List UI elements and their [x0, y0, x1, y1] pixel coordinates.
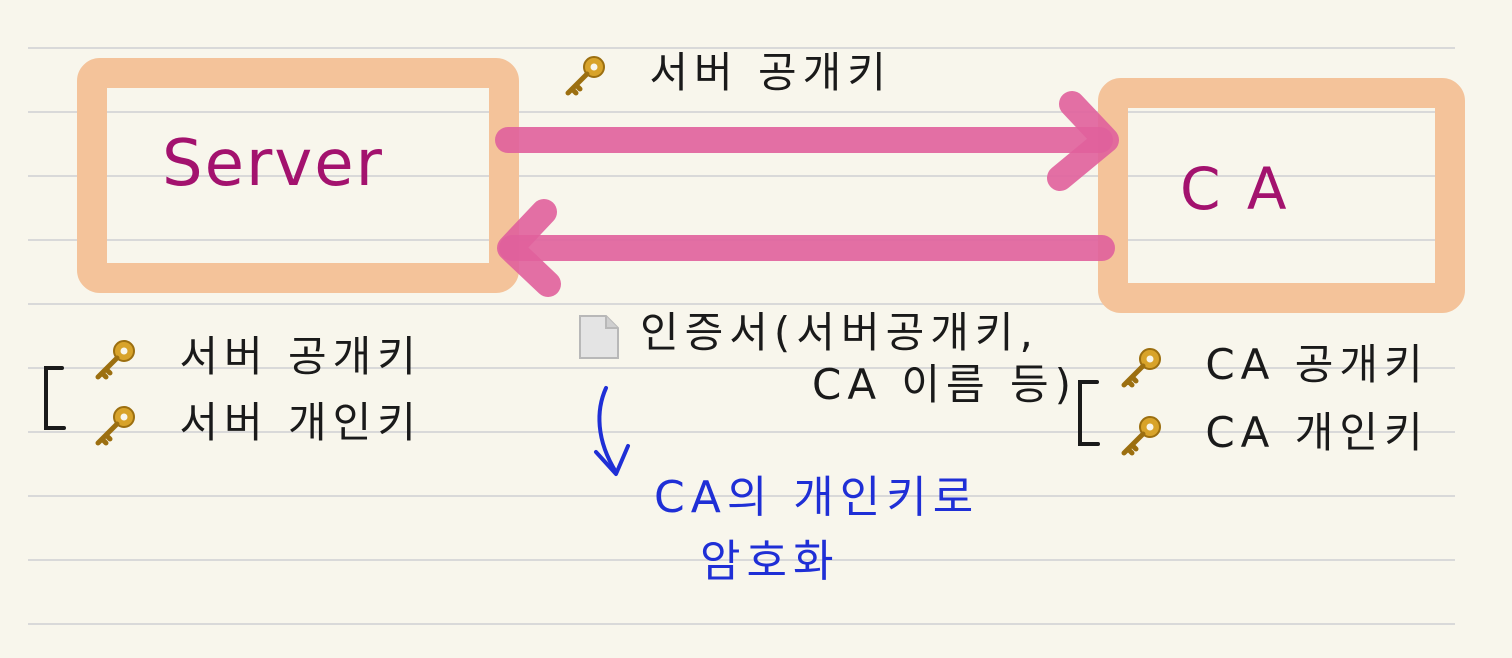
- arrow-ca-to-server: [497, 199, 1115, 297]
- encryption-note-text-line1: CA의 개인키로: [654, 472, 980, 523]
- server-node-label: Server: [162, 132, 384, 196]
- key-icon: [1121, 415, 1161, 455]
- encryption-note-line1: CA의 개인키로: [654, 476, 979, 520]
- server-public-key-text: 서버 공개키: [179, 332, 422, 381]
- ca-node-text: C A: [1180, 155, 1291, 223]
- arrow-server-to-ca: [495, 91, 1119, 191]
- ca-public-key-text: CA 공개키: [1205, 340, 1429, 389]
- down-arrow-icon: [594, 386, 630, 476]
- encryption-note-line2: 암호화: [700, 540, 839, 584]
- ca-private-key-text: CA 개인키: [1205, 408, 1429, 457]
- ca-box: [1098, 78, 1465, 313]
- certificate-label-line2: CA 이름 등): [812, 364, 1077, 406]
- document-icon: [579, 315, 619, 359]
- server-node-text: Server: [162, 127, 384, 201]
- certificate-label-line1: 인증서(서버공개키,: [640, 312, 1039, 354]
- server-box: [77, 58, 519, 293]
- encryption-note-text-line2: 암호화: [700, 536, 840, 587]
- top-arrow-text: 서버 공개키: [649, 48, 892, 97]
- key-icon: [1121, 347, 1161, 387]
- key-icon: [95, 405, 135, 445]
- ruled-lines: [28, 47, 1455, 625]
- certificate-text-line2: CA 이름 등): [812, 360, 1078, 409]
- ca-private-key: CA 개인키: [1118, 412, 1429, 459]
- certificate-text-line1: 인증서(서버공개키,: [640, 308, 1039, 357]
- ca-node-label: C A: [1180, 160, 1291, 218]
- key-icon: [565, 55, 605, 95]
- server-private-key-text: 서버 개인키: [179, 398, 422, 447]
- server-keys-bracket-icon: [44, 366, 66, 430]
- ca-public-key: CA 공개키: [1118, 344, 1429, 391]
- server-public-key: 서버 공개키: [92, 336, 422, 383]
- top-arrow-label: 서버 공개키: [562, 52, 892, 99]
- ca-keys-bracket-icon: [1078, 380, 1100, 446]
- key-icon: [95, 339, 135, 379]
- server-private-key: 서버 개인키: [92, 402, 422, 449]
